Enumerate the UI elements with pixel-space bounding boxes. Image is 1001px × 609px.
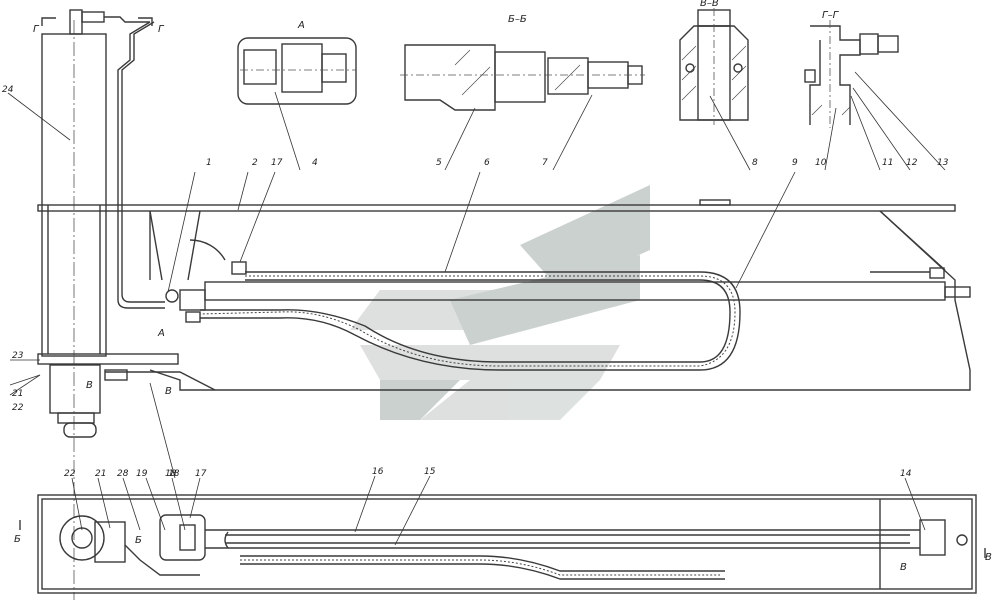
detail-gg [804, 20, 899, 128]
callout-9: 9 [792, 158, 798, 168]
callout-13: 13 [937, 158, 949, 168]
callout-22-side: 22 [12, 403, 24, 413]
section-mark-g-left: Г [33, 24, 40, 35]
section-mark-b-left: Б [14, 534, 21, 545]
callout-18-side: 18 [165, 469, 177, 479]
section-mark-v-plan2: В [985, 552, 992, 563]
callout-14: 14 [900, 469, 912, 479]
section-mark-b-plan: Б [135, 535, 142, 546]
vertical-cylinder [37, 20, 179, 600]
callout-8: 8 [752, 158, 758, 168]
callout-24: 24 [2, 85, 14, 95]
detail-bb [400, 44, 645, 111]
view-gg-title: Г–Г [822, 10, 840, 21]
section-mark-v-side2: В [165, 386, 172, 397]
hoses-side [185, 261, 930, 371]
hydraulic-cylinder [165, 267, 971, 311]
section-mark-v-plan: В [900, 562, 907, 573]
callout-6: 6 [484, 158, 490, 168]
section-mark-a: А [157, 328, 165, 339]
section-marks [19, 17, 986, 558]
callout-19: 19 [136, 469, 148, 479]
view-a-title: А [297, 20, 305, 31]
view-bb-title: Б–Б [508, 14, 527, 25]
view-vv-title: В–В [700, 0, 719, 9]
leader-lines [7, 71, 946, 546]
section-mark-v-side: В [86, 380, 93, 391]
top-fitting [69, 9, 155, 240]
callout-5: 5 [436, 158, 442, 168]
detail-a [237, 37, 357, 105]
watermark-logo [350, 185, 650, 420]
callout-15: 15 [424, 467, 436, 477]
callout-16: 16 [372, 467, 384, 477]
callout-1: 1 [206, 158, 212, 168]
callout-21-side: 21 [12, 389, 23, 399]
callout-7: 7 [542, 158, 548, 168]
section-mark-g-right: Г [158, 24, 165, 35]
callout-12: 12 [906, 158, 918, 168]
callout-17-plan: 17 [195, 469, 207, 479]
callout-22-plan: 22 [64, 469, 76, 479]
callout-23: 23 [12, 351, 24, 361]
detail-vv [679, 8, 749, 125]
callout-11: 11 [882, 158, 893, 168]
main-frame-side [37, 199, 971, 391]
callout-17-side: 17 [271, 158, 283, 168]
callout-21-plan: 21 [95, 469, 106, 479]
callout-28: 28 [117, 469, 129, 479]
callout-4: 4 [312, 158, 318, 168]
plan-view [37, 494, 977, 594]
callout-18-plan: 18 [168, 469, 180, 479]
callout-10: 10 [815, 158, 827, 168]
callout-2: 2 [252, 158, 258, 168]
